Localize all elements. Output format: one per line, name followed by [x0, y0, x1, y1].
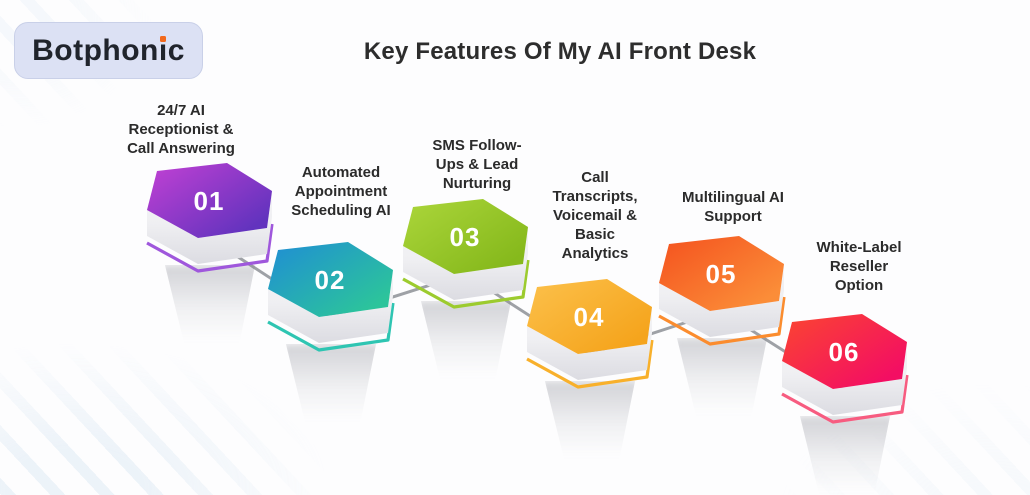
hexagon-face	[403, 199, 528, 274]
feature-number: 03	[450, 222, 481, 252]
feature-step-05: 05 Multilingual AI Support	[658, 189, 786, 426]
feature-label: Multilingual AI Support	[682, 189, 784, 225]
hexagon-shape: 02	[267, 242, 395, 352]
hexagon-base	[527, 307, 652, 380]
hexagon-face	[782, 314, 907, 389]
feature-step-04: 04 Call Transcripts, Voicemail & Basic A…	[526, 169, 654, 469]
hexagon-face	[147, 163, 272, 238]
feature-number: 06	[829, 337, 860, 367]
feature-label: Automated Appointment Scheduling AI	[291, 164, 391, 219]
hexagon-accent-stripe	[781, 374, 909, 424]
feature-label: Call Transcripts, Voicemail & Basic Anal…	[552, 169, 638, 262]
hexagon-accent-stripe	[402, 259, 530, 309]
hexagon-shape: 05	[658, 236, 786, 346]
feature-number: 04	[574, 302, 605, 332]
hexagon-face	[268, 242, 393, 317]
feature-step-01: 01 24/7 AI Receptionist & Call Answering	[127, 102, 274, 353]
hexagon-base	[659, 264, 784, 337]
feature-label: 24/7 AI Receptionist & Call Answering	[127, 102, 235, 157]
hexagon-base	[403, 227, 528, 300]
hexagon-shape: 06	[781, 314, 909, 424]
hexagon-shape: 01	[146, 163, 274, 273]
feature-step-06: 06 White-Label Reseller Option	[781, 239, 909, 495]
hexagon-accent-stripe	[526, 339, 654, 389]
hexagon-base	[268, 270, 393, 343]
hexagon-shape: 03	[402, 199, 530, 309]
hexagon-face	[527, 279, 652, 354]
feature-step-02: 02 Automated Appointment Scheduling AI	[267, 164, 395, 432]
hexagon-accent-stripe	[146, 223, 274, 273]
hexagon-shape: 04	[526, 279, 654, 389]
feature-label: White-Label Reseller Option	[816, 239, 902, 294]
hexagon-base	[782, 342, 907, 415]
hexagon-base	[147, 191, 272, 264]
feature-number: 01	[194, 186, 225, 216]
feature-number: 02	[315, 265, 346, 295]
logo-letter-i: ı	[158, 33, 168, 67]
hexagon-face	[659, 236, 784, 311]
feature-number: 05	[706, 259, 737, 289]
hexagon-accent-stripe	[658, 296, 786, 346]
page-title: Key Features Of My AI Front Desk	[363, 38, 757, 65]
logo-i-dot	[160, 35, 167, 42]
hexagon-accent-stripe	[267, 302, 395, 352]
feature-label: SMS Follow- Ups & Lead Nurturing	[432, 137, 522, 192]
